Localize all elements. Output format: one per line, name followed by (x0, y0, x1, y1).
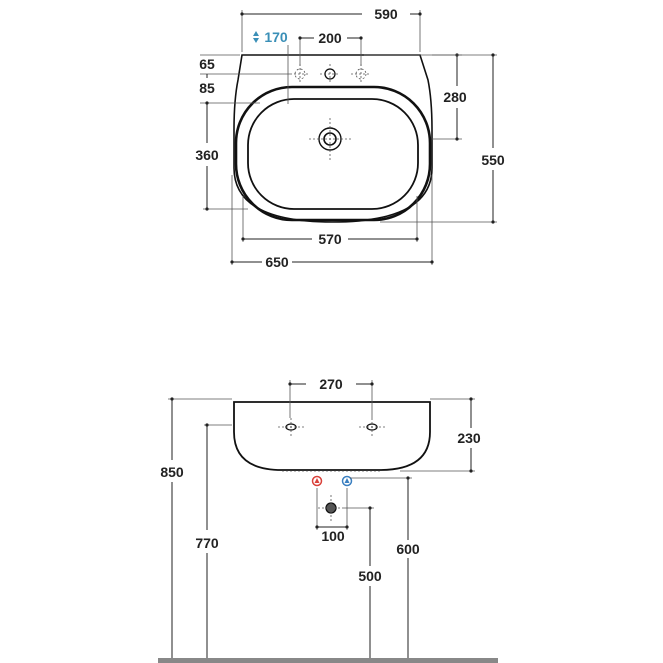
dim-570-label: 570 (318, 231, 342, 247)
dim-85: 85 (199, 74, 260, 104)
dim-850-label: 850 (160, 464, 184, 480)
dim-230-label: 230 (457, 430, 481, 446)
tap-hole-front-right (359, 418, 385, 436)
tap-hole-center (320, 64, 340, 84)
dim-360-label: 360 (195, 147, 219, 163)
dim-100-label: 100 (321, 528, 345, 544)
hot-water-icon (311, 475, 323, 487)
dim-550-label: 550 (481, 152, 505, 168)
dim-650: 650 (230, 175, 434, 270)
dim-590-label: 590 (374, 6, 398, 22)
cold-water-icon (341, 475, 353, 487)
dim-600-label: 600 (396, 541, 420, 557)
dim-360: 360 (195, 101, 248, 211)
tap-hole-front-left (278, 418, 304, 436)
dim-280-label: 280 (443, 89, 467, 105)
top-view: 590 170 200 65 85 (195, 6, 505, 270)
dim-230: 230 (400, 397, 481, 473)
dim-170-label: 170 (264, 29, 288, 45)
basin-front-outline (233, 401, 431, 471)
tap-hole-left (290, 64, 310, 84)
dim-200: 200 (298, 30, 363, 66)
up-down-arrow-icon (253, 31, 259, 43)
waste-outlet (318, 495, 344, 521)
dim-650-label: 650 (265, 254, 289, 270)
dim-570: 570 (241, 196, 419, 247)
dim-550: 550 (380, 53, 505, 224)
dim-100: 100 (315, 488, 349, 544)
dim-590: 590 (240, 6, 422, 52)
dim-200-label: 200 (318, 30, 342, 46)
dim-500: 500 (344, 506, 382, 660)
dim-65-label: 65 (199, 56, 215, 72)
basin-outer-outline (233, 54, 433, 223)
dim-850: 850 (160, 397, 232, 660)
dim-270-label: 270 (319, 376, 343, 392)
dim-85-label: 85 (199, 80, 215, 96)
dim-770: 770 (195, 423, 232, 660)
bowl-rim-outer (234, 85, 432, 222)
front-view: 270 230 850 770 (158, 376, 498, 663)
dim-270: 270 (288, 376, 374, 418)
bowl-rim-inner (247, 98, 419, 210)
dim-65: 65 (199, 54, 290, 75)
dim-770-label: 770 (195, 535, 219, 551)
tap-hole-right (351, 64, 371, 84)
drain-top (309, 118, 351, 160)
dim-600: 600 (350, 476, 420, 660)
dim-170: 170 (253, 29, 289, 104)
dim-500-label: 500 (358, 568, 382, 584)
floor-line (158, 658, 498, 663)
